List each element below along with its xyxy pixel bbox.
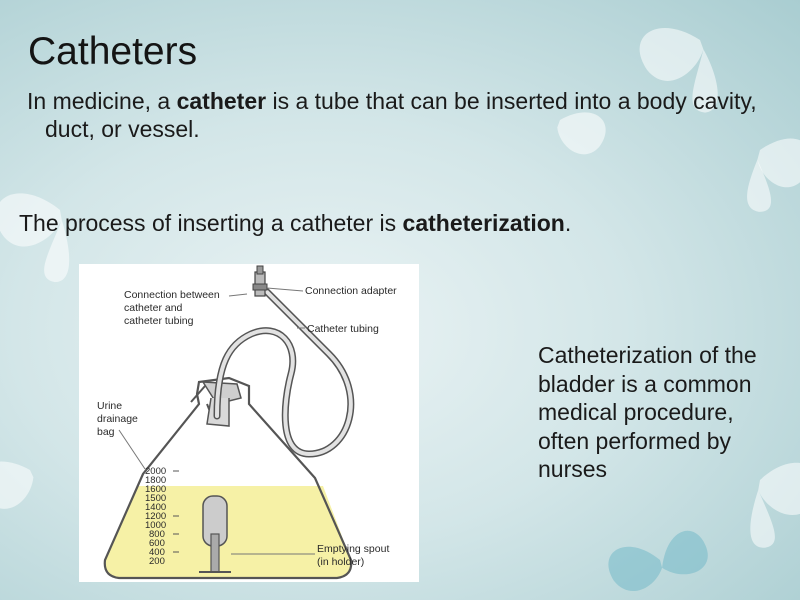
emptying-spout: [199, 495, 231, 573]
drainage-bag-outline: [103, 376, 353, 580]
leader-lines: [118, 287, 315, 555]
label-connection-between: catheter and: [124, 302, 183, 314]
catheter-tubing: [213, 286, 355, 458]
scale-mark: 1000: [145, 520, 166, 531]
label-connection-adapter: Connection adapter: [305, 285, 397, 297]
butterfly-icon: [0, 193, 70, 283]
label-urine-drainage-bag: bag: [97, 426, 115, 438]
label-urine-drainage-bag: drainage: [97, 413, 138, 425]
catheterization-term: catheterization: [402, 210, 565, 236]
scale-mark: 1200: [145, 511, 166, 522]
label-emptying-spout: Emptying spout: [317, 543, 389, 555]
intro-text-after: is a tube that can be inserted into a bo…: [45, 88, 757, 142]
scale-mark: 200: [149, 556, 165, 567]
urine-drainage-bag-diagram: 2000 1800 1600 1500 1400 1200 1000 800 6…: [79, 264, 419, 582]
slide-title: Catheters: [28, 30, 198, 73]
scale-mark: 2000: [145, 466, 166, 477]
process-text-before: The process of inserting a catheter is: [19, 210, 403, 236]
label-catheter-tubing: Catheter tubing: [307, 323, 379, 335]
process-text-after: .: [564, 210, 572, 236]
butterfly-icon: [0, 461, 34, 509]
volume-scale: 2000 1800 1600 1500 1400 1200 1000 800 6…: [145, 466, 179, 567]
label-connection-between: Connection between: [124, 289, 220, 301]
scale-mark: 1400: [145, 502, 166, 513]
connection-adapter: [252, 265, 268, 297]
butterfly-icon: [639, 28, 718, 113]
bag-hanger: [201, 381, 242, 405]
butterfly-icon: [750, 462, 800, 548]
catheter-term: catheter: [176, 88, 267, 114]
butterfly-icon: [557, 112, 606, 155]
scale-mark: 1500: [145, 493, 166, 504]
butterfly-icon: [608, 530, 708, 592]
scale-mark: 400: [149, 547, 165, 558]
label-emptying-spout: (in holder): [317, 556, 364, 568]
intro-text-before: In medicine, a: [27, 88, 177, 114]
scale-mark: 1600: [145, 484, 166, 495]
label-connection-between: catheter tubing: [124, 315, 194, 327]
scale-mark: 600: [149, 538, 165, 549]
diagram-svg: 2000 1800 1600 1500 1400 1200 1000 800 6…: [97, 265, 397, 580]
scale-mark: 1800: [145, 475, 166, 486]
butterfly-icon: [747, 138, 800, 212]
process-paragraph: The process of inserting a catheter is c…: [19, 209, 779, 237]
label-urine-drainage-bag: Urine: [97, 400, 122, 412]
scale-mark: 800: [149, 529, 165, 540]
urine-fill: [104, 486, 352, 578]
intro-paragraph: In medicine, a catheter is a tube that c…: [27, 87, 775, 143]
caption-text: Catheterization of the bladder is a comm…: [538, 342, 757, 482]
